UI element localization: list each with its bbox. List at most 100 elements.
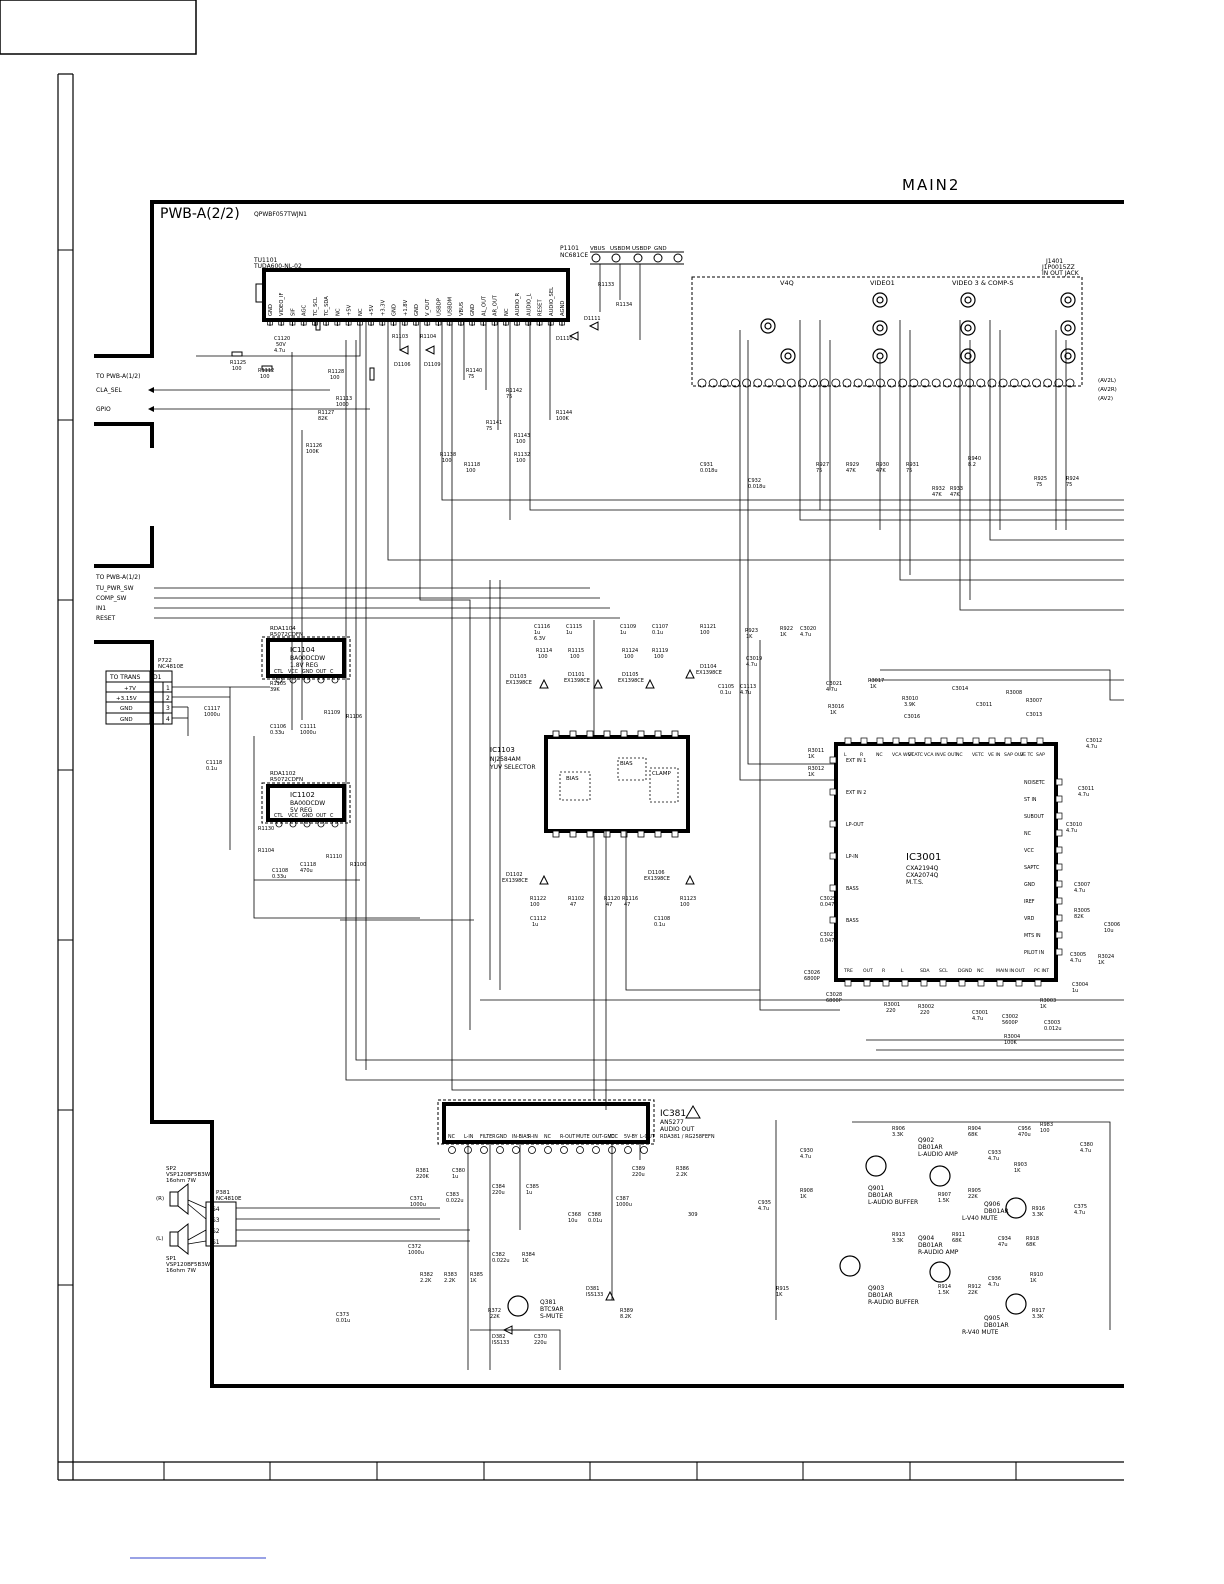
svg-text:47K: 47K xyxy=(876,468,886,474)
svg-text:1000u: 1000u xyxy=(408,1250,424,1256)
selector-pin xyxy=(603,830,611,838)
usb-header-part: NC681CE xyxy=(560,252,588,259)
jack-pin xyxy=(864,378,874,388)
svg-text:2.2K: 2.2K xyxy=(676,1172,688,1178)
transistor-symbols xyxy=(507,1155,1027,1317)
tuner-pin-label: GND xyxy=(470,304,476,316)
svg-text:R1144: R1144 xyxy=(556,410,572,416)
jack-pin xyxy=(976,378,986,388)
mts-pin xyxy=(940,737,948,745)
svg-text:EX1398CE: EX1398CE xyxy=(618,678,644,684)
svg-text:39K: 39K xyxy=(270,687,280,693)
tuner-pin-label: AUDIO_SEL xyxy=(549,287,555,316)
usb-header: P1101 NC681CE VBUS USBDM USBDP GND xyxy=(560,245,684,265)
right-edge-labels: (AV2L) (AV2R) (AV2) xyxy=(1098,378,1117,402)
tuner-pin xyxy=(334,319,341,326)
transistor-ref: Q905 xyxy=(984,1315,1000,1322)
mts-pin-label: VE IN xyxy=(988,752,1000,758)
svg-text:ISS133: ISS133 xyxy=(492,1340,509,1346)
svg-text:R1142: R1142 xyxy=(506,388,522,394)
board-name: PWB-A(2/2) xyxy=(160,206,240,222)
svg-text:47: 47 xyxy=(570,902,576,908)
svg-text:R1112: R1112 xyxy=(258,368,274,374)
audio-ic-ref: IC381 xyxy=(660,1109,686,1119)
svg-text:R1120: R1120 xyxy=(604,896,620,902)
svg-text:5600P: 5600P xyxy=(1002,1020,1018,1026)
svg-text:C1113: C1113 xyxy=(740,684,756,690)
usb-pin-label: USBDP xyxy=(632,246,652,252)
svg-text:R3017: R3017 xyxy=(868,678,884,684)
svg-text:1u: 1u xyxy=(620,630,626,636)
tuner-pin-label: AGND xyxy=(560,301,566,316)
jack-group-label: V4Q xyxy=(780,279,794,287)
svg-text:RDA1102: RDA1102 xyxy=(270,771,296,777)
tuner-pin-label: GND xyxy=(392,304,398,316)
page-frame xyxy=(0,0,1124,1559)
connector-signal-label: CLA_SEL xyxy=(96,387,122,394)
svg-text:C388: C388 xyxy=(588,1212,601,1218)
svg-text:R1116: R1116 xyxy=(622,896,638,902)
jack-pin xyxy=(797,378,807,388)
svg-text:C3003: C3003 xyxy=(1044,1020,1060,1026)
svg-text:R1102: R1102 xyxy=(568,896,584,902)
jack-pin xyxy=(831,378,841,388)
regulator-pin xyxy=(303,676,311,684)
svg-text:C932: C932 xyxy=(748,478,761,484)
transistor-part: DB01AR xyxy=(868,1292,893,1299)
selector-pin xyxy=(671,830,679,838)
tuner-pin-label: +5V xyxy=(347,304,353,316)
svg-text:R386: R386 xyxy=(676,1166,689,1172)
svg-text:1.5K: 1.5K xyxy=(938,1290,950,1296)
mts-pin-label: VCC xyxy=(1024,848,1035,854)
svg-text:75: 75 xyxy=(1036,482,1042,488)
selector-part: NJ2584AM xyxy=(490,756,521,763)
usb-pin-label: USBDM xyxy=(610,246,631,252)
svg-text:R1143: R1143 xyxy=(514,433,530,439)
svg-text:R1126: R1126 xyxy=(306,443,322,449)
svg-text:D1105: D1105 xyxy=(622,672,639,678)
svg-text:0.022u: 0.022u xyxy=(446,1198,463,1204)
mts-pin-label: SAP OUT xyxy=(1004,752,1024,758)
jack-ref: J1401 xyxy=(1045,258,1063,265)
tuner-pin xyxy=(424,319,431,326)
trans-row-label: GND xyxy=(120,717,133,723)
svg-text:C1107: C1107 xyxy=(652,624,668,630)
mts-function: M.T.S. xyxy=(906,879,924,886)
svg-text:R3010: R3010 xyxy=(902,696,918,702)
speaker-pin: S2 xyxy=(212,1228,220,1235)
tuner-pin xyxy=(379,319,386,326)
trans-connector-part: NC4810E xyxy=(158,664,184,670)
svg-text:1K: 1K xyxy=(1014,1168,1021,1174)
svg-text:R3002: R3002 xyxy=(918,1004,934,1010)
jack-socket-core xyxy=(876,324,884,332)
svg-text:4.7u: 4.7u xyxy=(826,687,837,693)
svg-text:0.1u: 0.1u xyxy=(206,766,217,772)
jack-socket-core xyxy=(964,296,972,304)
mts-pin xyxy=(829,884,837,892)
yuv-selector-ic: IC1103 NJ2584AM YUV SELECTOR BIAS BIAS C… xyxy=(489,730,690,838)
svg-text:1u: 1u xyxy=(534,630,540,636)
svg-text:C1115: C1115 xyxy=(566,624,582,630)
svg-text:R1123: R1123 xyxy=(680,896,696,902)
svg-text:R1138: R1138 xyxy=(440,452,456,458)
svg-text:R983: R983 xyxy=(1040,1122,1053,1128)
svg-text:R1124: R1124 xyxy=(622,648,638,654)
regulator-part: BA00DCDW xyxy=(290,800,325,807)
tuner-pin xyxy=(368,319,374,326)
transistor-labels: Q902 DB01AR L-AUDIO AMP Q901 DB01AR L-AU… xyxy=(540,1137,1009,1336)
mts-pin xyxy=(977,979,985,987)
svg-text:1K: 1K xyxy=(808,754,815,760)
jack-pin xyxy=(942,378,952,388)
svg-text:100: 100 xyxy=(1040,1128,1050,1134)
svg-text:0.018u: 0.018u xyxy=(748,484,765,490)
speaker-r: SP2 VSP120BF5B3WA 16ohm 7W (R) xyxy=(156,1166,214,1216)
tuner-pin-label: USBDP xyxy=(436,298,442,316)
svg-text:4.7u: 4.7u xyxy=(1066,828,1077,834)
svg-text:R1115: R1115 xyxy=(568,648,584,654)
svg-text:1K: 1K xyxy=(746,634,753,640)
selector-pin xyxy=(671,730,679,738)
svg-text:C3019: C3019 xyxy=(746,656,762,662)
mts-pin-label: IREF xyxy=(1024,899,1035,905)
svg-text:R1118: R1118 xyxy=(464,462,480,468)
mts-pin xyxy=(1055,778,1063,786)
